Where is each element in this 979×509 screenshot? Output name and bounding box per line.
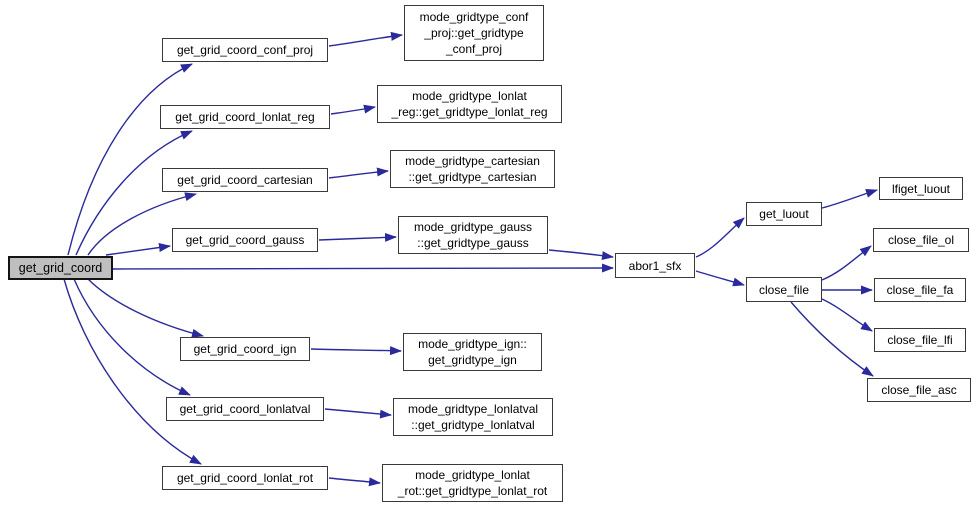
node-lfiget-luout[interactable]: lfiget_luout	[879, 177, 963, 200]
edge-get-luout-to-lfiget-luout	[821, 189, 878, 209]
edge-root-to-ign	[87, 278, 204, 338]
node-mode-gridtype-ign[interactable]: mode_gridtype_ign:: get_gridtype_ign	[403, 333, 542, 371]
edge-root-to-lonlat-rot	[63, 278, 202, 465]
node-get-grid-coord-lonlat-rot[interactable]: get_grid_coord_lonlat_rot	[162, 466, 328, 490]
node-close-file[interactable]: close_file	[746, 277, 822, 302]
node-close-file-asc[interactable]: close_file_asc	[867, 378, 971, 402]
node-get-grid-coord-lonlat-reg[interactable]: get_grid_coord_lonlat_reg	[160, 105, 330, 129]
node-get-grid-coord-conf-proj[interactable]: get_grid_coord_conf_proj	[162, 38, 328, 62]
node-get-grid-coord: get_grid_coord	[8, 256, 113, 280]
node-get-grid-coord-cartesian[interactable]: get_grid_coord_cartesian	[162, 168, 328, 192]
node-abor1-sfx[interactable]: abor1_sfx	[615, 253, 695, 278]
edge-close-file-to-lfi	[821, 298, 873, 332]
edge-conf-proj-to-mode	[328, 31, 403, 47]
node-mode-gridtype-lonlat-rot[interactable]: mode_gridtype_lonlat _rot::get_gridtype_…	[382, 464, 563, 502]
edge-root-to-cartesian	[87, 192, 197, 256]
edge-gauss-to-mode	[318, 232, 397, 242]
node-close-file-fa[interactable]: close_file_fa	[874, 278, 966, 302]
edge-lonlatval-to-mode	[324, 408, 392, 419]
node-mode-gridtype-conf-proj[interactable]: mode_gridtype_conf _proj::get_gridtype _…	[404, 5, 544, 61]
edge-root-to-conf-proj	[67, 63, 193, 256]
edge-close-file-to-asc	[790, 301, 874, 377]
node-close-file-lfi[interactable]: close_file_lfi	[874, 328, 966, 352]
edge-root-to-lonlatval	[73, 278, 191, 396]
edge-ign-to-mode	[310, 346, 402, 356]
node-mode-gridtype-gauss[interactable]: mode_gridtype_gauss ::get_gridtype_gauss	[398, 216, 548, 254]
edge-mode-gauss-to-abor1-sfx	[548, 249, 614, 261]
node-close-file-ol[interactable]: close_file_ol	[873, 228, 969, 252]
node-mode-gridtype-lonlatval[interactable]: mode_gridtype_lonlatval ::get_gridtype_l…	[393, 398, 553, 436]
edge-abor1-sfx-to-close-file	[695, 270, 745, 287]
edge-root-to-gauss	[105, 243, 171, 256]
node-get-grid-coord-ign[interactable]: get_grid_coord_ign	[180, 337, 310, 361]
edge-lonlat-reg-to-mode	[330, 104, 376, 115]
edge-root-to-lonlat-reg	[75, 130, 193, 256]
edge-abor1-sfx-to-get-luout	[695, 217, 745, 258]
node-mode-gridtype-lonlat-reg[interactable]: mode_gridtype_lonlat _reg::get_gridtype_…	[377, 85, 562, 123]
edge-lonlat-rot-to-mode	[328, 477, 381, 487]
node-mode-gridtype-cartesian[interactable]: mode_gridtype_cartesian ::get_gridtype_c…	[390, 150, 555, 188]
node-get-grid-coord-lonlatval[interactable]: get_grid_coord_lonlatval	[166, 397, 324, 421]
edge-root-to-abor1-sfx	[112, 263, 614, 273]
edge-cartesian-to-mode	[328, 167, 389, 179]
node-get-luout[interactable]: get_luout	[746, 202, 822, 226]
node-get-grid-coord-gauss[interactable]: get_grid_coord_gauss	[172, 228, 318, 252]
edge-close-file-to-ol	[821, 245, 872, 281]
